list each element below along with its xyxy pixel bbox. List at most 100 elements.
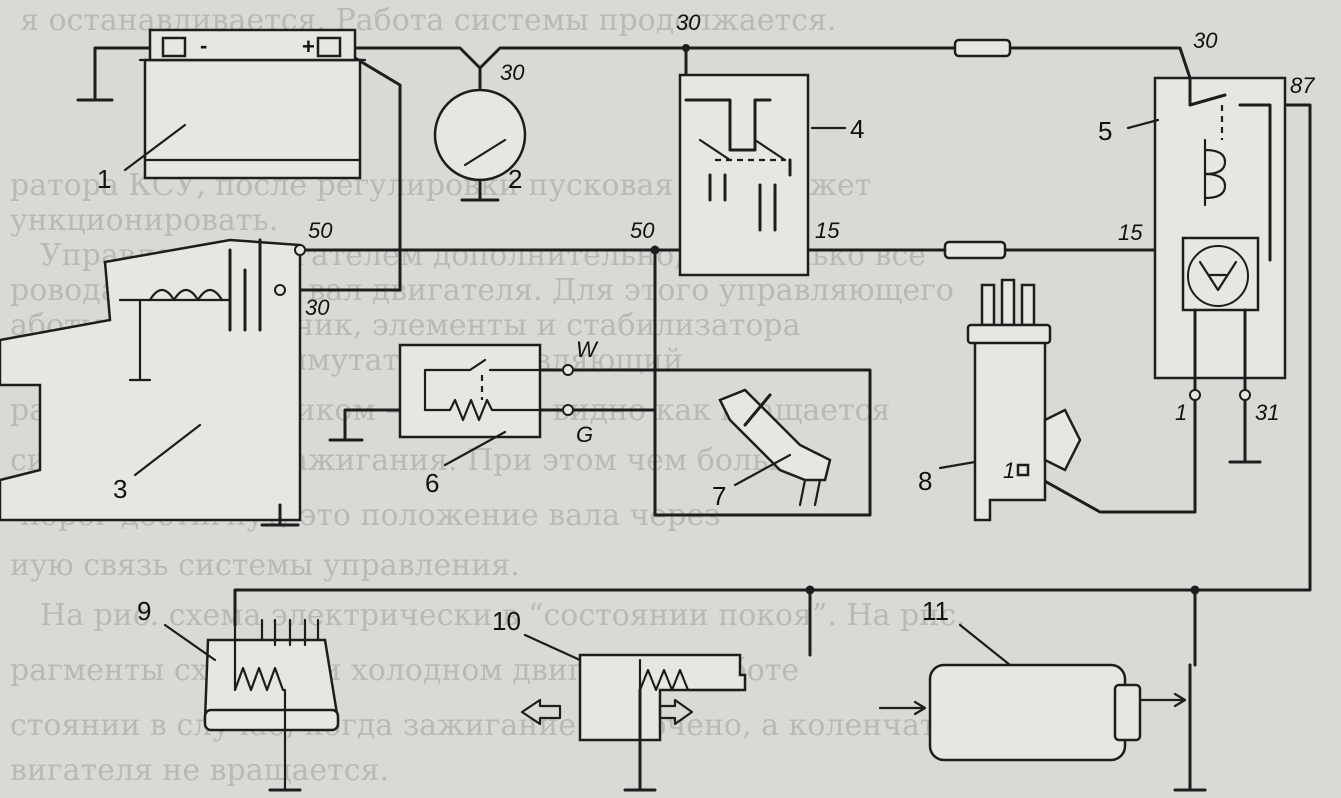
distributor-tower bbox=[980, 283, 996, 327]
start-valve bbox=[718, 388, 832, 507]
relay-terminal-31 bbox=[1239, 389, 1251, 401]
battery: - + bbox=[138, 28, 367, 180]
terminal-50-switch: 50 bbox=[630, 218, 655, 243]
leader-lines bbox=[123, 118, 1160, 667]
aux-air-valve bbox=[203, 618, 340, 792]
bg-line-11: иую связь системы управления. bbox=[10, 548, 520, 583]
sensor-body bbox=[398, 343, 542, 439]
pump-ground bbox=[1173, 663, 1207, 792]
distributor-vacuum bbox=[1043, 408, 1082, 472]
generator bbox=[433, 88, 527, 202]
wire-87 bbox=[1193, 103, 1312, 592]
relay-coil bbox=[1203, 138, 1227, 207]
ignition-switch bbox=[678, 73, 810, 277]
terminal-30-top: 30 bbox=[676, 10, 701, 35]
fuse-15 bbox=[943, 240, 1007, 260]
sensor-resistor bbox=[423, 398, 542, 422]
leader-3 bbox=[133, 423, 202, 477]
sensor-terminal-g bbox=[562, 404, 574, 416]
label-6: 6 bbox=[425, 468, 439, 498]
starter-terminal-30 bbox=[274, 284, 286, 296]
terminal-50-starter: 50 bbox=[308, 218, 333, 243]
generator-ground bbox=[460, 178, 500, 202]
aux-valve-arrows bbox=[260, 618, 320, 647]
battery-terminal-minus bbox=[161, 36, 187, 58]
distributor-terminal-1 bbox=[1016, 463, 1030, 477]
leader-11 bbox=[958, 623, 1012, 667]
wire-top-bus bbox=[338, 46, 957, 70]
terminal-labels: 30 30 30 87 50 30 50 15 15 1 31 1 W G bbox=[305, 10, 1315, 483]
aux-valve-base bbox=[203, 708, 340, 732]
relay-contact bbox=[1188, 76, 1227, 107]
leader-7 bbox=[733, 453, 792, 487]
battery-plus-sign: + bbox=[302, 34, 315, 59]
relay-leads bbox=[1193, 308, 1247, 397]
thermo-arrow-left bbox=[520, 698, 562, 726]
label-4: 4 bbox=[850, 114, 864, 144]
leader-1 bbox=[123, 123, 187, 172]
label-8: 8 bbox=[918, 466, 932, 496]
valve-nozzle bbox=[798, 478, 822, 507]
junction bbox=[805, 585, 815, 595]
valve-flange bbox=[743, 393, 772, 427]
sensor-switch bbox=[423, 358, 542, 412]
junction bbox=[1190, 585, 1200, 595]
thermo-arrow-right bbox=[658, 698, 694, 726]
relay-transistor-symbol bbox=[1198, 260, 1238, 292]
terminal-30-relay: 30 bbox=[1193, 28, 1218, 53]
relay-terminal-1 bbox=[1189, 389, 1201, 401]
bg-line-14: стоянии в случае, когда зажигание включе… bbox=[10, 708, 1044, 743]
label-9: 9 bbox=[137, 596, 151, 626]
wire-6-ground bbox=[343, 408, 402, 442]
wire-relay-distributor bbox=[1023, 393, 1197, 514]
starter bbox=[0, 238, 306, 527]
distributor-tower bbox=[1000, 278, 1016, 327]
leader-2 bbox=[463, 138, 507, 167]
bg-line-3: ункционировать. bbox=[10, 203, 278, 238]
label-7: 7 bbox=[712, 481, 726, 511]
terminal-g: G bbox=[576, 422, 593, 447]
switch-contacts bbox=[708, 158, 792, 232]
distributor bbox=[966, 278, 1082, 522]
terminal-30-starter: 30 bbox=[305, 295, 330, 320]
bg-line-15: вигателя не вращается. bbox=[10, 753, 389, 788]
terminal-30-generator: 30 bbox=[500, 60, 525, 85]
wire-w-box bbox=[538, 368, 872, 517]
starter-terminal-50 bbox=[294, 244, 306, 256]
distributor-tower bbox=[1020, 283, 1036, 327]
leader-10 bbox=[523, 633, 582, 662]
pump-outlet bbox=[1138, 692, 1187, 708]
label-5: 5 bbox=[1098, 116, 1112, 146]
sensor-terminal-w bbox=[562, 364, 574, 376]
switch-contact-arm bbox=[684, 98, 772, 152]
leader-6 bbox=[443, 430, 507, 467]
switch-body bbox=[678, 73, 810, 277]
label-10: 10 bbox=[492, 606, 521, 636]
wire-15-b bbox=[1003, 248, 1177, 264]
terminal-31: 31 bbox=[1255, 400, 1279, 425]
leader-9 bbox=[163, 623, 217, 662]
junction bbox=[682, 44, 690, 52]
distributor-cap bbox=[966, 323, 1052, 345]
label-1: 1 bbox=[97, 164, 111, 194]
wire-top-bus-right bbox=[1008, 46, 1192, 80]
terminal-15-switch: 15 bbox=[815, 218, 840, 243]
relay-body bbox=[1153, 76, 1287, 380]
control-relay bbox=[1153, 76, 1287, 401]
starter-contacts bbox=[228, 238, 262, 332]
temperature-sensor bbox=[398, 343, 574, 439]
label-3: 3 bbox=[113, 474, 127, 504]
wire-battery-ground bbox=[93, 46, 157, 102]
terminal-1-relay: 1 bbox=[1175, 400, 1187, 425]
junction bbox=[650, 245, 660, 255]
switch-levers bbox=[698, 138, 787, 162]
starter-coil bbox=[148, 288, 224, 302]
pump-end-cap bbox=[1113, 683, 1142, 742]
label-11: 11 bbox=[922, 596, 949, 626]
pump-inlet bbox=[878, 700, 927, 716]
terminal-w: W bbox=[576, 337, 599, 362]
battery-terminal-plus bbox=[316, 36, 342, 58]
relay-87-line bbox=[1238, 103, 1272, 262]
